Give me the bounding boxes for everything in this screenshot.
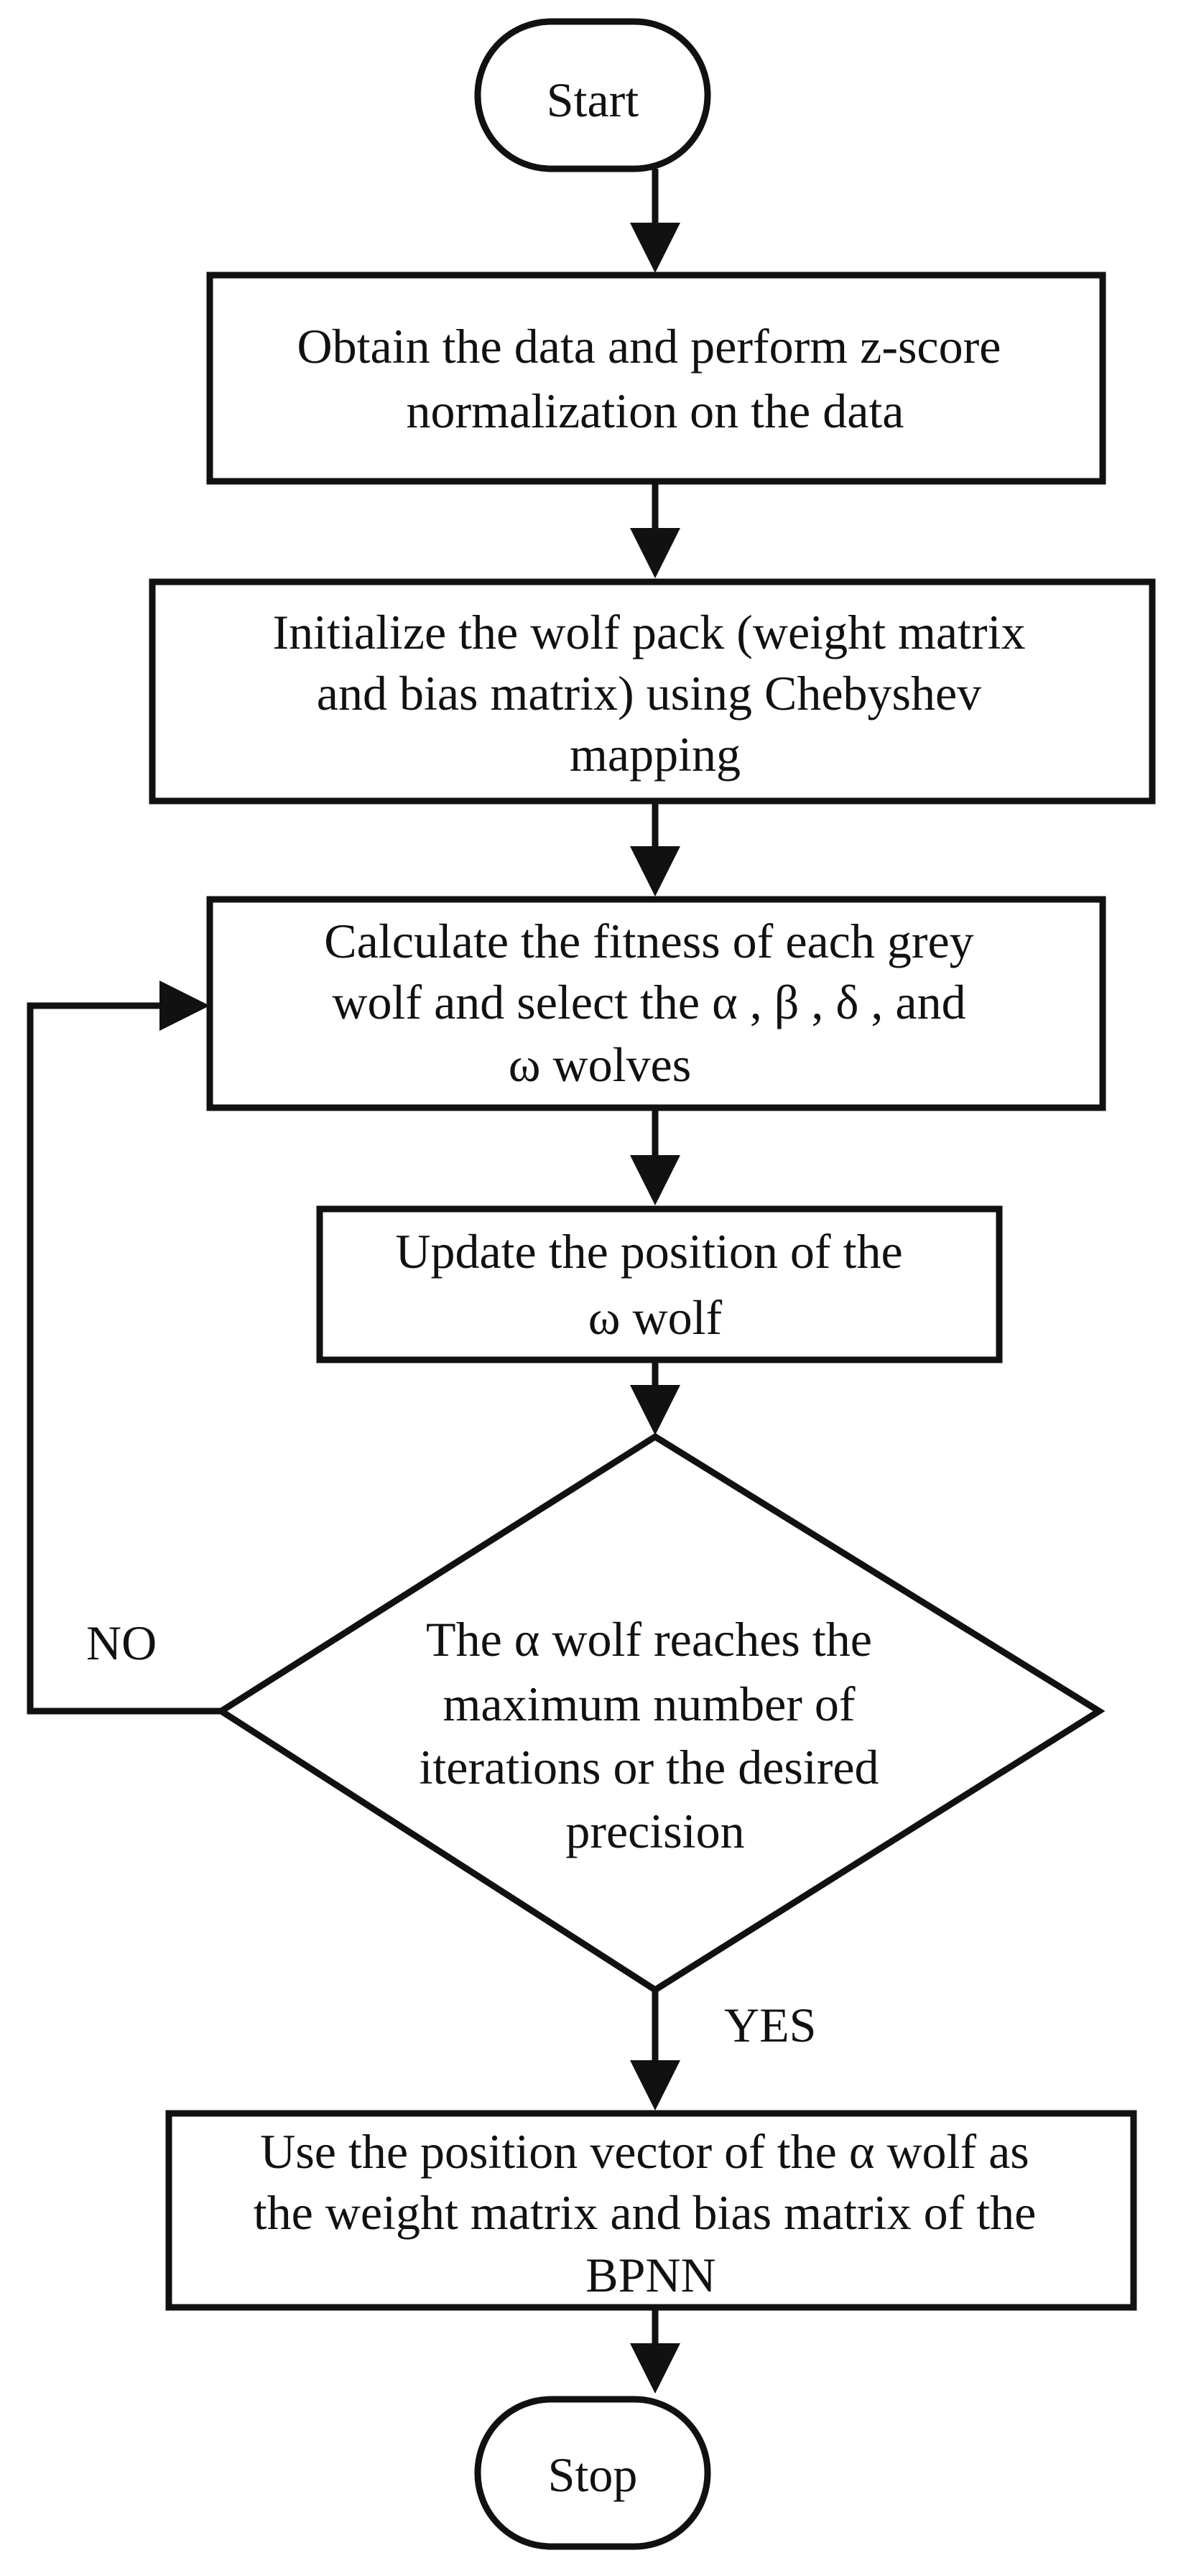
edge-start-to-normalize [630,169,680,273]
init-label: Initialize the wolf pack (weight matrix … [273,605,1038,782]
normalize-label: Obtain the data and perform z-score norm… [297,319,1014,438]
decision-node: The α wolf reaches the maximum number of… [215,1432,1106,1994]
normalize-node: Obtain the data and perform z-score norm… [206,272,1106,485]
stop-label: Stop [548,2447,638,2502]
stop-node: Stop [474,2396,711,2550]
start-label: Start [547,73,639,127]
output-node: Use the position vector of the α wolf as… [165,2110,1137,2311]
edge-fitness-to-update [630,1108,680,1205]
yes-label: YES [724,1998,816,2052]
decision-label: The α wolf reaches the maximum number of… [419,1612,891,1858]
update-node: Update the position of the ω wolf [316,1205,1003,1363]
edge-normalize-to-init [630,481,680,578]
edge-decision-yes: YES [630,1990,816,2111]
edge-update-to-decision [630,1360,680,1435]
no-label: NO [86,1616,157,1670]
init-node: Initialize the wolf pack (weight matrix … [149,578,1156,805]
output-label: Use the position vector of the α wolf as… [254,2124,1049,2302]
edge-init-to-fitness [630,801,680,896]
edge-decision-no-loop: NO [27,981,221,1715]
start-node: Start [474,18,711,172]
fitness-label: Calculate the fitness of each grey wolf … [324,914,986,1092]
edge-output-to-stop [630,2307,680,2394]
update-label: Update the position of the ω wolf [395,1224,914,1345]
fitness-node: Calculate the fitness of each grey wolf … [206,896,1106,1111]
